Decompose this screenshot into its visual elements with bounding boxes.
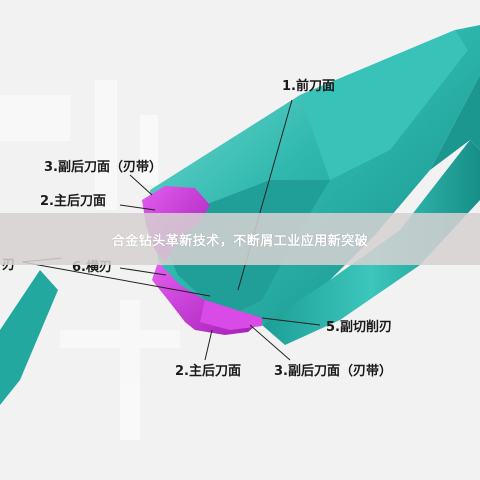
watermark-background <box>0 80 180 440</box>
label-land-top: 3.副后刀面（刃带） <box>44 159 162 175</box>
label-main-flank-bottom: 2.主后刀面 <box>175 363 241 379</box>
leader-cut-left-b <box>21 261 211 297</box>
leader-main-flank-bottom <box>204 329 213 361</box>
leader-main-flank-top <box>119 204 156 211</box>
drill-body-right-edge <box>430 75 480 170</box>
leader-land-bottom <box>249 324 291 361</box>
land-strip-bottom <box>200 300 262 330</box>
drill-flute-lower <box>262 140 480 345</box>
headline-text: 合金钻头革新技术，不断屑工业应用新突破 <box>111 233 369 249</box>
drill-body-left-fragment <box>0 270 58 405</box>
headline-banner: 合金钻头革新技术，不断屑工业应用新突破 <box>0 213 480 265</box>
leader-minor-edge <box>261 317 321 326</box>
leader-chisel-edge <box>119 267 167 276</box>
leader-land-top <box>129 174 153 196</box>
label-rake-face: 1.前刀面 <box>282 78 335 94</box>
label-land-bottom: 3.副后刀面（刃带） <box>274 363 392 379</box>
label-minor-edge: 5.副切削刃 <box>326 319 392 335</box>
drill-twist-upper <box>300 30 468 180</box>
label-main-flank-top: 2.主后刀面 <box>40 193 106 209</box>
